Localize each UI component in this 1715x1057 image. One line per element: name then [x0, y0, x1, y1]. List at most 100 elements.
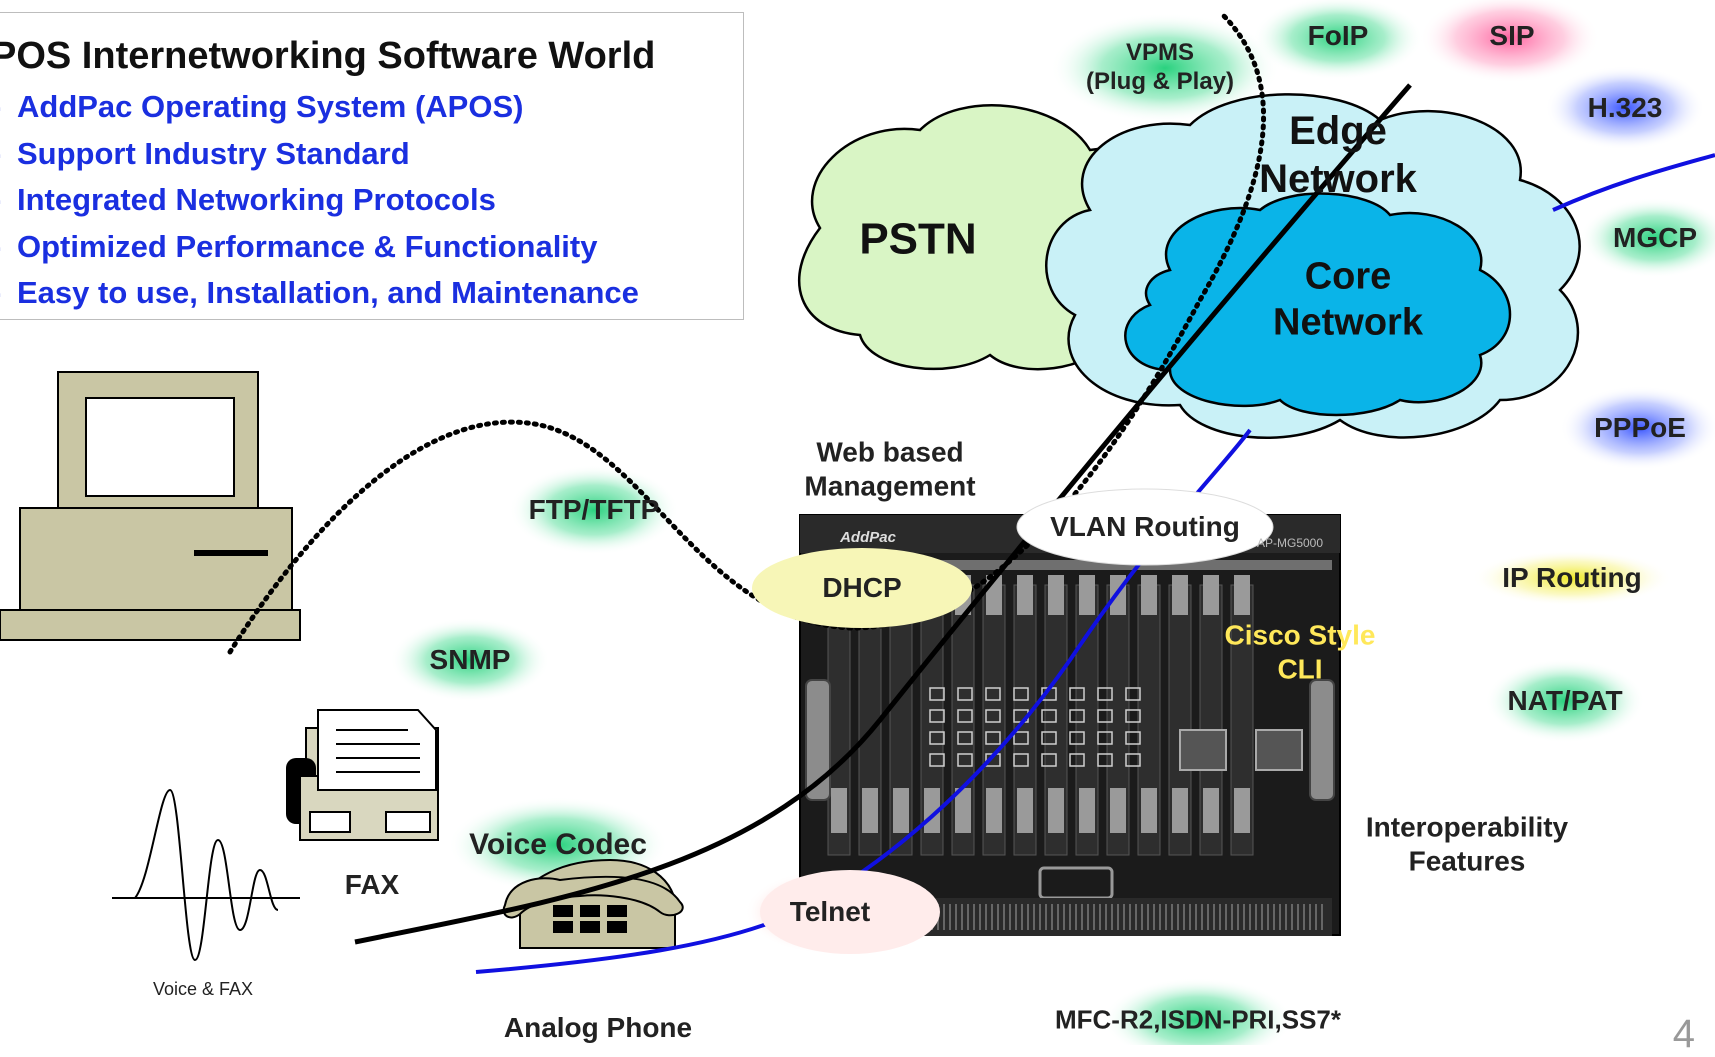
- sip-label: SIP: [1489, 20, 1535, 52]
- dotted-link: [227, 9, 1267, 655]
- chassis-port: [957, 731, 973, 745]
- chassis-card-handle: [1141, 575, 1157, 615]
- chassis-port: [1097, 731, 1113, 745]
- chassis-card-handle: [986, 788, 1002, 833]
- mgcp-label: MGCP: [1613, 222, 1697, 254]
- glow-foip: [1253, 0, 1423, 80]
- glow-mgcp: [1580, 198, 1715, 278]
- voice-waveform-illustration: [112, 788, 300, 962]
- page-number: 4: [1672, 1012, 1695, 1056]
- chassis-card-handle: [1141, 788, 1157, 833]
- vlan-badge-bg: [1016, 488, 1274, 566]
- vlan-routing-label: VLAN Routing: [1050, 511, 1240, 543]
- cli-label: Cisco Style CLI: [1224, 619, 1376, 684]
- analog-phone-label: Analog Phone: [503, 1012, 693, 1044]
- chassis-model: AP-MG5000: [1256, 535, 1324, 550]
- nat-pat-label: NAT/PAT: [1507, 685, 1623, 717]
- chassis-card-handle: [1017, 575, 1033, 615]
- h323-label: H.323: [1587, 92, 1663, 124]
- blue-link-right: [1552, 153, 1715, 212]
- chassis-port: [929, 731, 945, 745]
- chassis-port: [1069, 753, 1085, 767]
- chassis-port: [1097, 687, 1113, 701]
- telnet-label: Telnet: [789, 896, 871, 928]
- glow-snmp: [390, 618, 550, 702]
- chassis-port: [957, 687, 973, 701]
- chassis-brand: AddPac: [840, 529, 896, 546]
- glow-pppoe: [1560, 386, 1715, 470]
- chassis-port: [1125, 753, 1141, 767]
- info-item: -Support Industry Standard: [0, 135, 410, 171]
- vpms-label: VPMS (Plug & Play): [1085, 39, 1235, 95]
- chassis-card-handle: [955, 788, 971, 833]
- chassis-port: [929, 709, 945, 723]
- info-item: -AddPac Operating System (APOS): [0, 89, 524, 124]
- chassis-card-handle: [1234, 788, 1250, 833]
- voice-codec-label: Voice Codec: [469, 828, 647, 861]
- glow-ip-routing: [1472, 550, 1672, 606]
- chassis-port: [1013, 687, 1029, 701]
- ftp-tftp-label: FTP/TFTP: [528, 494, 660, 526]
- computer-illustration: [0, 371, 301, 641]
- analog-phone-illustration: [502, 858, 684, 949]
- black-link: [354, 83, 1412, 945]
- chassis-card-handle: [1017, 788, 1033, 833]
- chassis-card-handle: [1203, 575, 1219, 615]
- snmp-label: SNMP: [429, 644, 511, 676]
- chassis-port: [1041, 753, 1057, 767]
- chassis-port: [957, 753, 973, 767]
- glow-h323: [1545, 66, 1705, 150]
- chassis-port: [1041, 731, 1057, 745]
- glow-vpms: [1050, 13, 1280, 123]
- chassis-port: [1097, 709, 1113, 723]
- chassis-port: [1013, 753, 1029, 767]
- info-box: POS Internetworking Software World -AddP…: [0, 12, 744, 320]
- edge-network-label: Edge Network: [1259, 109, 1417, 201]
- chassis-port: [1069, 709, 1085, 723]
- chassis-port: [985, 731, 1001, 745]
- chassis-port: [1041, 709, 1057, 723]
- chassis-port: [1013, 731, 1029, 745]
- info-title: POS Internetworking Software World: [0, 35, 656, 77]
- dhcp-label: DHCP: [822, 572, 902, 604]
- pstn-label: PSTN: [859, 214, 977, 264]
- dhcp-badge-bg: [752, 548, 972, 628]
- chassis-card-handle: [893, 788, 909, 833]
- glow-mfc: [1103, 978, 1293, 1045]
- gateway-chassis-illustration: [799, 514, 1341, 936]
- foip-label: FoIP: [1307, 20, 1369, 52]
- mfc-label: MFC-R2,ISDN-PRI,SS7*: [1054, 1004, 1342, 1035]
- core-network-cloud: [1124, 192, 1512, 417]
- chassis-card-handle: [1203, 788, 1219, 833]
- chassis-port: [1069, 687, 1085, 701]
- glow-sip: [1420, 0, 1600, 83]
- web-management-label: Web based Management: [804, 436, 976, 501]
- chassis-port: [1125, 709, 1141, 723]
- info-item: -Integrated Networking Protocols: [0, 182, 496, 217]
- chassis-port: [985, 709, 1001, 723]
- chassis-card-handle: [1048, 575, 1064, 615]
- chassis-card-handle: [1172, 788, 1188, 833]
- chassis-port: [957, 709, 973, 723]
- chassis-card-handle: [1079, 788, 1095, 833]
- pppoe-label: PPPoE: [1594, 412, 1686, 444]
- chassis-card-handle: [862, 788, 878, 833]
- telnet-badge-bg: [760, 870, 940, 954]
- core-network-label: Core Network: [1273, 255, 1423, 343]
- interop-label: Interoperability Features: [1365, 811, 1569, 876]
- info-list: -AddPac Operating System (APOS) -Support…: [0, 89, 639, 322]
- fax-machine-illustration: [286, 709, 439, 841]
- chassis-port: [985, 687, 1001, 701]
- chassis-port: [929, 753, 945, 767]
- chassis-port: [1069, 731, 1085, 745]
- chassis-card-handle: [831, 788, 847, 833]
- chassis-port: [1125, 731, 1141, 745]
- chassis-port: [1097, 753, 1113, 767]
- chassis-card-handle: [1079, 575, 1095, 615]
- fax-label: FAX: [344, 869, 400, 901]
- info-item: -Easy to use, Installation, and Maintena…: [0, 275, 639, 310]
- chassis-card-handle: [1234, 575, 1250, 615]
- ip-routing-label: IP Routing: [1502, 562, 1642, 594]
